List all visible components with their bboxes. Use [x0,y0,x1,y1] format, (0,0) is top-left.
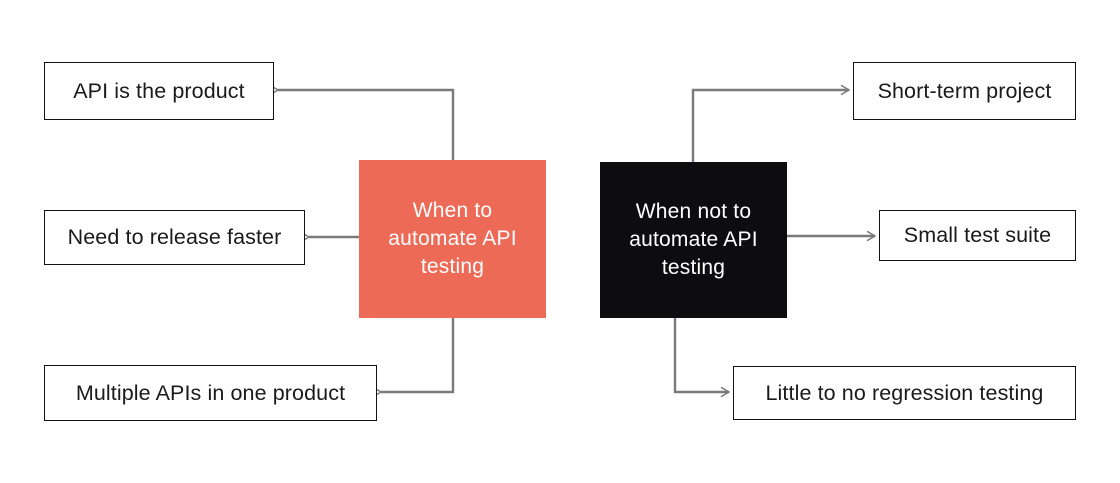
branch-label: API is the product [73,78,245,103]
branch-box-api-is-the-product[interactable]: API is the product [44,62,274,120]
hub-label: When not to automate API testing [629,198,757,281]
hub-label-line-3: testing [661,255,726,279]
branch-label: Little to no regression testing [765,380,1044,405]
hub-label-line-1: When not to [635,200,752,224]
hub-box-when-to-automate-api-testing[interactable]: When to automate API testing [359,160,546,318]
branch-label: Multiple APIs in one product [75,380,346,405]
connector-not-automate-to-regression [673,318,729,392]
hub-box-when-not-to-automate-api-testing[interactable]: When not to automate API testing [600,162,787,318]
branch-label: Short-term project [877,78,1052,103]
connector-automate-to-multiple-apis [381,318,455,392]
branch-box-multiple-apis-in-one-product[interactable]: Multiple APIs in one product [44,365,377,421]
branch-box-little-to-no-regression-testing[interactable]: Little to no regression testing [733,366,1076,420]
hub-label-line-2: automate API [629,228,758,252]
hub-label-line-3: testing [420,254,485,278]
branch-label: Small test suite [903,223,1052,248]
branch-box-need-to-release-faster[interactable]: Need to release faster [44,210,305,265]
hub-label-line-2: automate API [388,227,517,251]
hub-label-line-1: When to [412,199,493,223]
hub-label: When to automate API testing [388,197,516,280]
branch-box-short-term-project[interactable]: Short-term project [853,62,1076,120]
connector-not-automate-to-short-term [691,90,849,162]
branch-box-small-test-suite[interactable]: Small test suite [879,210,1076,261]
connector-automate-to-api-product [278,90,455,160]
branch-label: Need to release faster [67,225,282,250]
